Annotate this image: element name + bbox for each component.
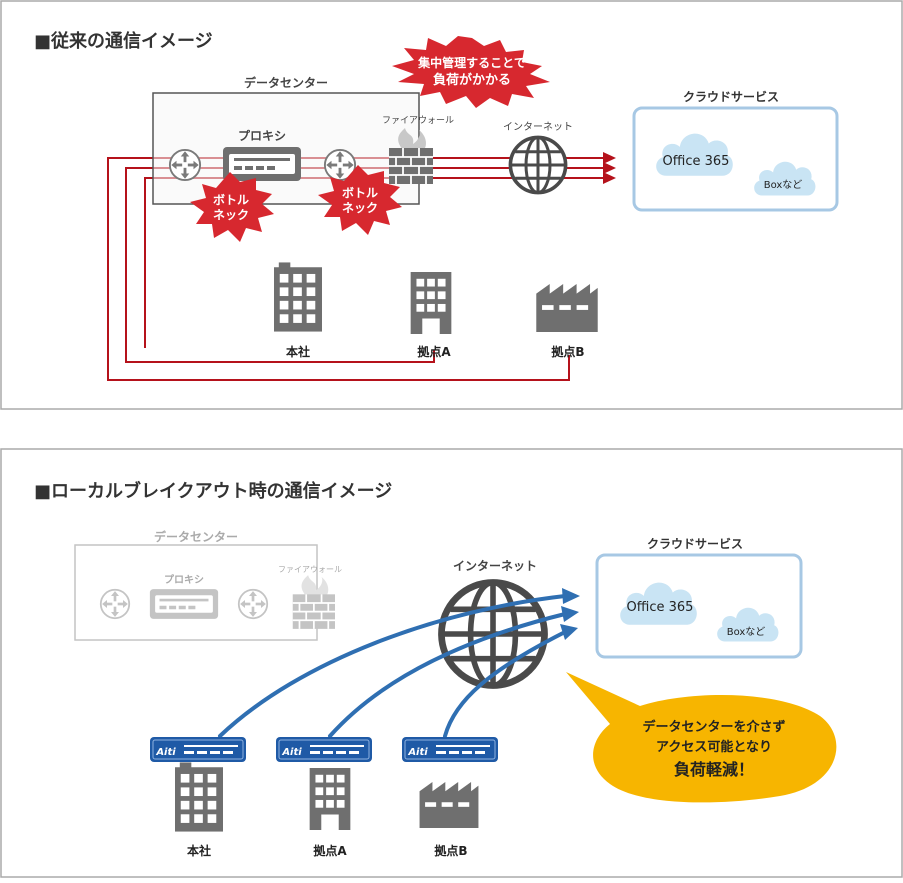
top-site-b-label: 拠点B: [551, 344, 584, 359]
bottom-device-hq-logo: Aiti: [155, 747, 176, 758]
top-site-a-label: 拠点A: [417, 344, 451, 359]
top-site-b-factory-icon: [536, 284, 598, 332]
top-office365-label: Office 365: [663, 154, 730, 169]
top-internet-globe-icon: [508, 135, 568, 195]
bottom-router-left-icon: [99, 588, 131, 620]
top-site-hq-label: 本社: [286, 344, 310, 359]
top-bottleneck-right-line1: ボトル: [342, 185, 378, 200]
top-firewall-label: ファイアウォール: [382, 115, 454, 126]
bottom-proxy-label: プロキシ: [164, 573, 204, 586]
bottom-site-a-building-icon: [309, 768, 351, 830]
bottom-device-hq: Aiti: [150, 737, 246, 762]
bottom-hq-building-icon: [175, 762, 223, 832]
bottom-site-hq-label: 本社: [187, 843, 211, 858]
top-load-burst: [392, 36, 550, 108]
top-load-burst-line1: 集中管理することで: [417, 55, 526, 70]
bottom-proxy-icon: [149, 589, 219, 619]
top-load-burst-line2: 負荷がかかる: [433, 72, 511, 88]
top-proxy-icon: [223, 147, 301, 181]
bottom-cloud-services-label: クラウドサービス: [647, 536, 743, 551]
bottom-device-site-a: Aiti: [276, 737, 372, 762]
top-site-a-building-icon: [410, 272, 452, 334]
bottom-device-site-a-logo: Aiti: [281, 747, 302, 758]
top-bottleneck-burst-left: [190, 172, 274, 242]
top-proxy-label: プロキシ: [238, 128, 286, 143]
top-heading: ■従来の通信イメージ: [34, 30, 213, 52]
bottom-router-right-icon: [237, 588, 269, 620]
top-datacenter-label: データセンター: [244, 75, 328, 90]
bottom-internet-label: インターネット: [453, 559, 537, 573]
top-bottleneck-left-line1: ボトル: [213, 192, 249, 207]
bottom-callout-line2: アクセス可能となり: [656, 739, 772, 755]
top-bottleneck-right-line2: ネック: [342, 201, 378, 215]
bottom-device-site-b-logo: Aiti: [407, 747, 428, 758]
bottom-heading: ■ローカルブレイクアウト時の通信イメージ: [34, 480, 392, 502]
top-internet-label: インターネット: [503, 121, 573, 133]
bottom-site-b-factory-icon: [419, 782, 479, 828]
bottom-arrowheads: [560, 588, 580, 640]
top-bottleneck-left-line2: ネック: [213, 208, 249, 222]
bottom-datacenter-label: データセンター: [154, 529, 238, 544]
bottom-callout-bubble: [566, 672, 837, 803]
bottom-connection-lines: [218, 594, 567, 738]
top-box-label: Boxなど: [764, 179, 803, 191]
top-arrowheads: [603, 152, 616, 184]
top-hq-building-icon: [274, 262, 322, 332]
bottom-office365-label: Office 365: [627, 600, 694, 615]
bottom-callout-line3: 負荷軽減！: [674, 760, 754, 779]
top-router-left-icon: [168, 148, 202, 182]
bottom-site-b-label: 拠点B: [434, 843, 467, 858]
top-bottleneck-burst-right: [318, 165, 402, 235]
bottom-box-label: Boxなど: [727, 626, 766, 638]
bottom-device-site-b: Aiti: [402, 737, 498, 762]
top-cloud-services-label: クラウドサービス: [683, 89, 779, 104]
bottom-callout-line1: データセンターを介さず: [642, 719, 785, 735]
bottom-firewall-label: ファイアウォール: [278, 565, 342, 574]
bottom-site-a-label: 拠点A: [313, 843, 347, 858]
